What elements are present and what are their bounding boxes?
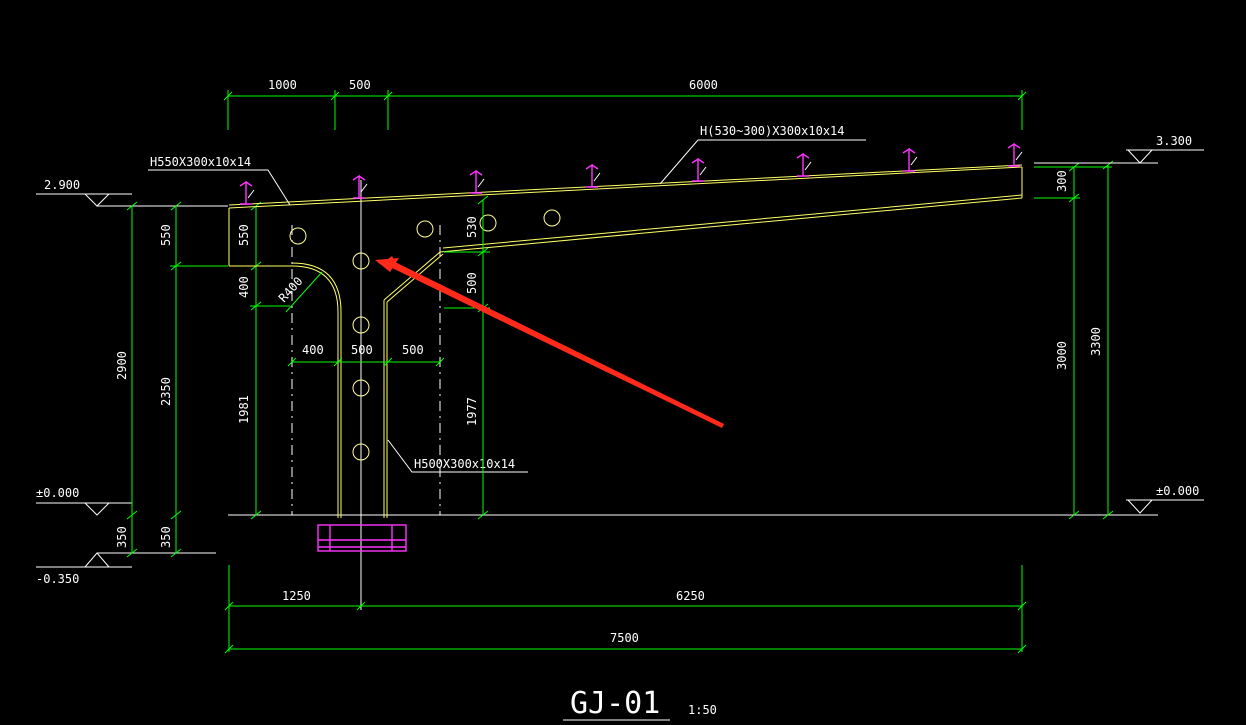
purlins bbox=[239, 142, 1023, 205]
dim-mid-500a: 500 bbox=[351, 343, 373, 357]
dim-bot-7500: 7500 bbox=[610, 631, 639, 645]
dim-bot-6250: 6250 bbox=[676, 589, 705, 603]
label-column: H500X300x10x14 bbox=[414, 457, 515, 471]
dim-left-350a: 350 bbox=[115, 526, 129, 548]
dim-right-3300: 3300 bbox=[1089, 327, 1103, 356]
dim-left-550a: 550 bbox=[159, 224, 173, 246]
dim-mid-500b: 500 bbox=[402, 343, 424, 357]
level-0000-left-mark: ±0.000 bbox=[36, 486, 132, 516]
dim-top-6000: 6000 bbox=[689, 78, 718, 92]
scale-text: 1:50 bbox=[688, 703, 717, 717]
top-dimension: 1000 500 6000 bbox=[223, 78, 1027, 130]
left-dimensions: 550 2900 2350 350 350 550 400 1981 bbox=[115, 201, 290, 558]
dim-left-2350: 2350 bbox=[159, 377, 173, 406]
level-m0350-text: -0.350 bbox=[36, 572, 79, 586]
mid-dimensions: 400 500 500 530 500 1977 bbox=[287, 195, 490, 520]
dim-left-1981: 1981 bbox=[237, 395, 251, 424]
right-dimensions: 300 3000 3300 bbox=[1034, 160, 1114, 520]
member-labels: H550X300x10x14 H(530~300)X300x10x14 H500… bbox=[148, 124, 866, 473]
level-2900-text: 2.900 bbox=[44, 178, 80, 192]
steel-frame bbox=[228, 164, 1023, 518]
level-3300-text: 3.300 bbox=[1156, 134, 1192, 148]
level-m0350-mark: -0.350 bbox=[36, 552, 216, 586]
dim-right-3000: 3000 bbox=[1055, 341, 1069, 370]
level-0000-right-text: ±0.000 bbox=[1156, 484, 1199, 498]
dim-radius: R400 bbox=[276, 274, 306, 305]
level-0000-left-text: ±0.000 bbox=[36, 486, 79, 500]
dim-top-1000: 1000 bbox=[268, 78, 297, 92]
label-beam-taper: H(530~300)X300x10x14 bbox=[700, 124, 845, 138]
dim-left-350b: 350 bbox=[159, 526, 173, 548]
dim-left-400: 400 bbox=[237, 276, 251, 298]
dim-bot-1250: 1250 bbox=[282, 589, 311, 603]
bottom-dimensions: 1250 6250 7500 bbox=[224, 565, 1027, 654]
dim-left-2900: 2900 bbox=[115, 351, 129, 380]
label-beam-left: H550X300x10x14 bbox=[150, 155, 251, 169]
level-2900-mark: 2.900 bbox=[36, 178, 228, 207]
dim-right-300: 300 bbox=[1055, 170, 1069, 192]
dim-left-550b: 550 bbox=[237, 224, 251, 246]
level-3300-mark: 3.300 bbox=[1034, 134, 1204, 164]
column-base-plate bbox=[317, 524, 407, 552]
grid-center-lines bbox=[291, 180, 441, 610]
dim-top-500: 500 bbox=[349, 78, 371, 92]
title-text: GJ-01 bbox=[570, 686, 660, 721]
drawing-title: GJ-01 1:50 bbox=[563, 686, 717, 721]
bolt-holes bbox=[289, 209, 561, 461]
red-arrow-annotation bbox=[375, 256, 724, 428]
dim-mid-500v: 500 bbox=[465, 272, 479, 294]
level-0000-right-mark: ±0.000 bbox=[1126, 484, 1204, 514]
dim-mid-1977: 1977 bbox=[465, 397, 479, 426]
dim-mid-400: 400 bbox=[302, 343, 324, 357]
dim-mid-530: 530 bbox=[465, 216, 479, 238]
